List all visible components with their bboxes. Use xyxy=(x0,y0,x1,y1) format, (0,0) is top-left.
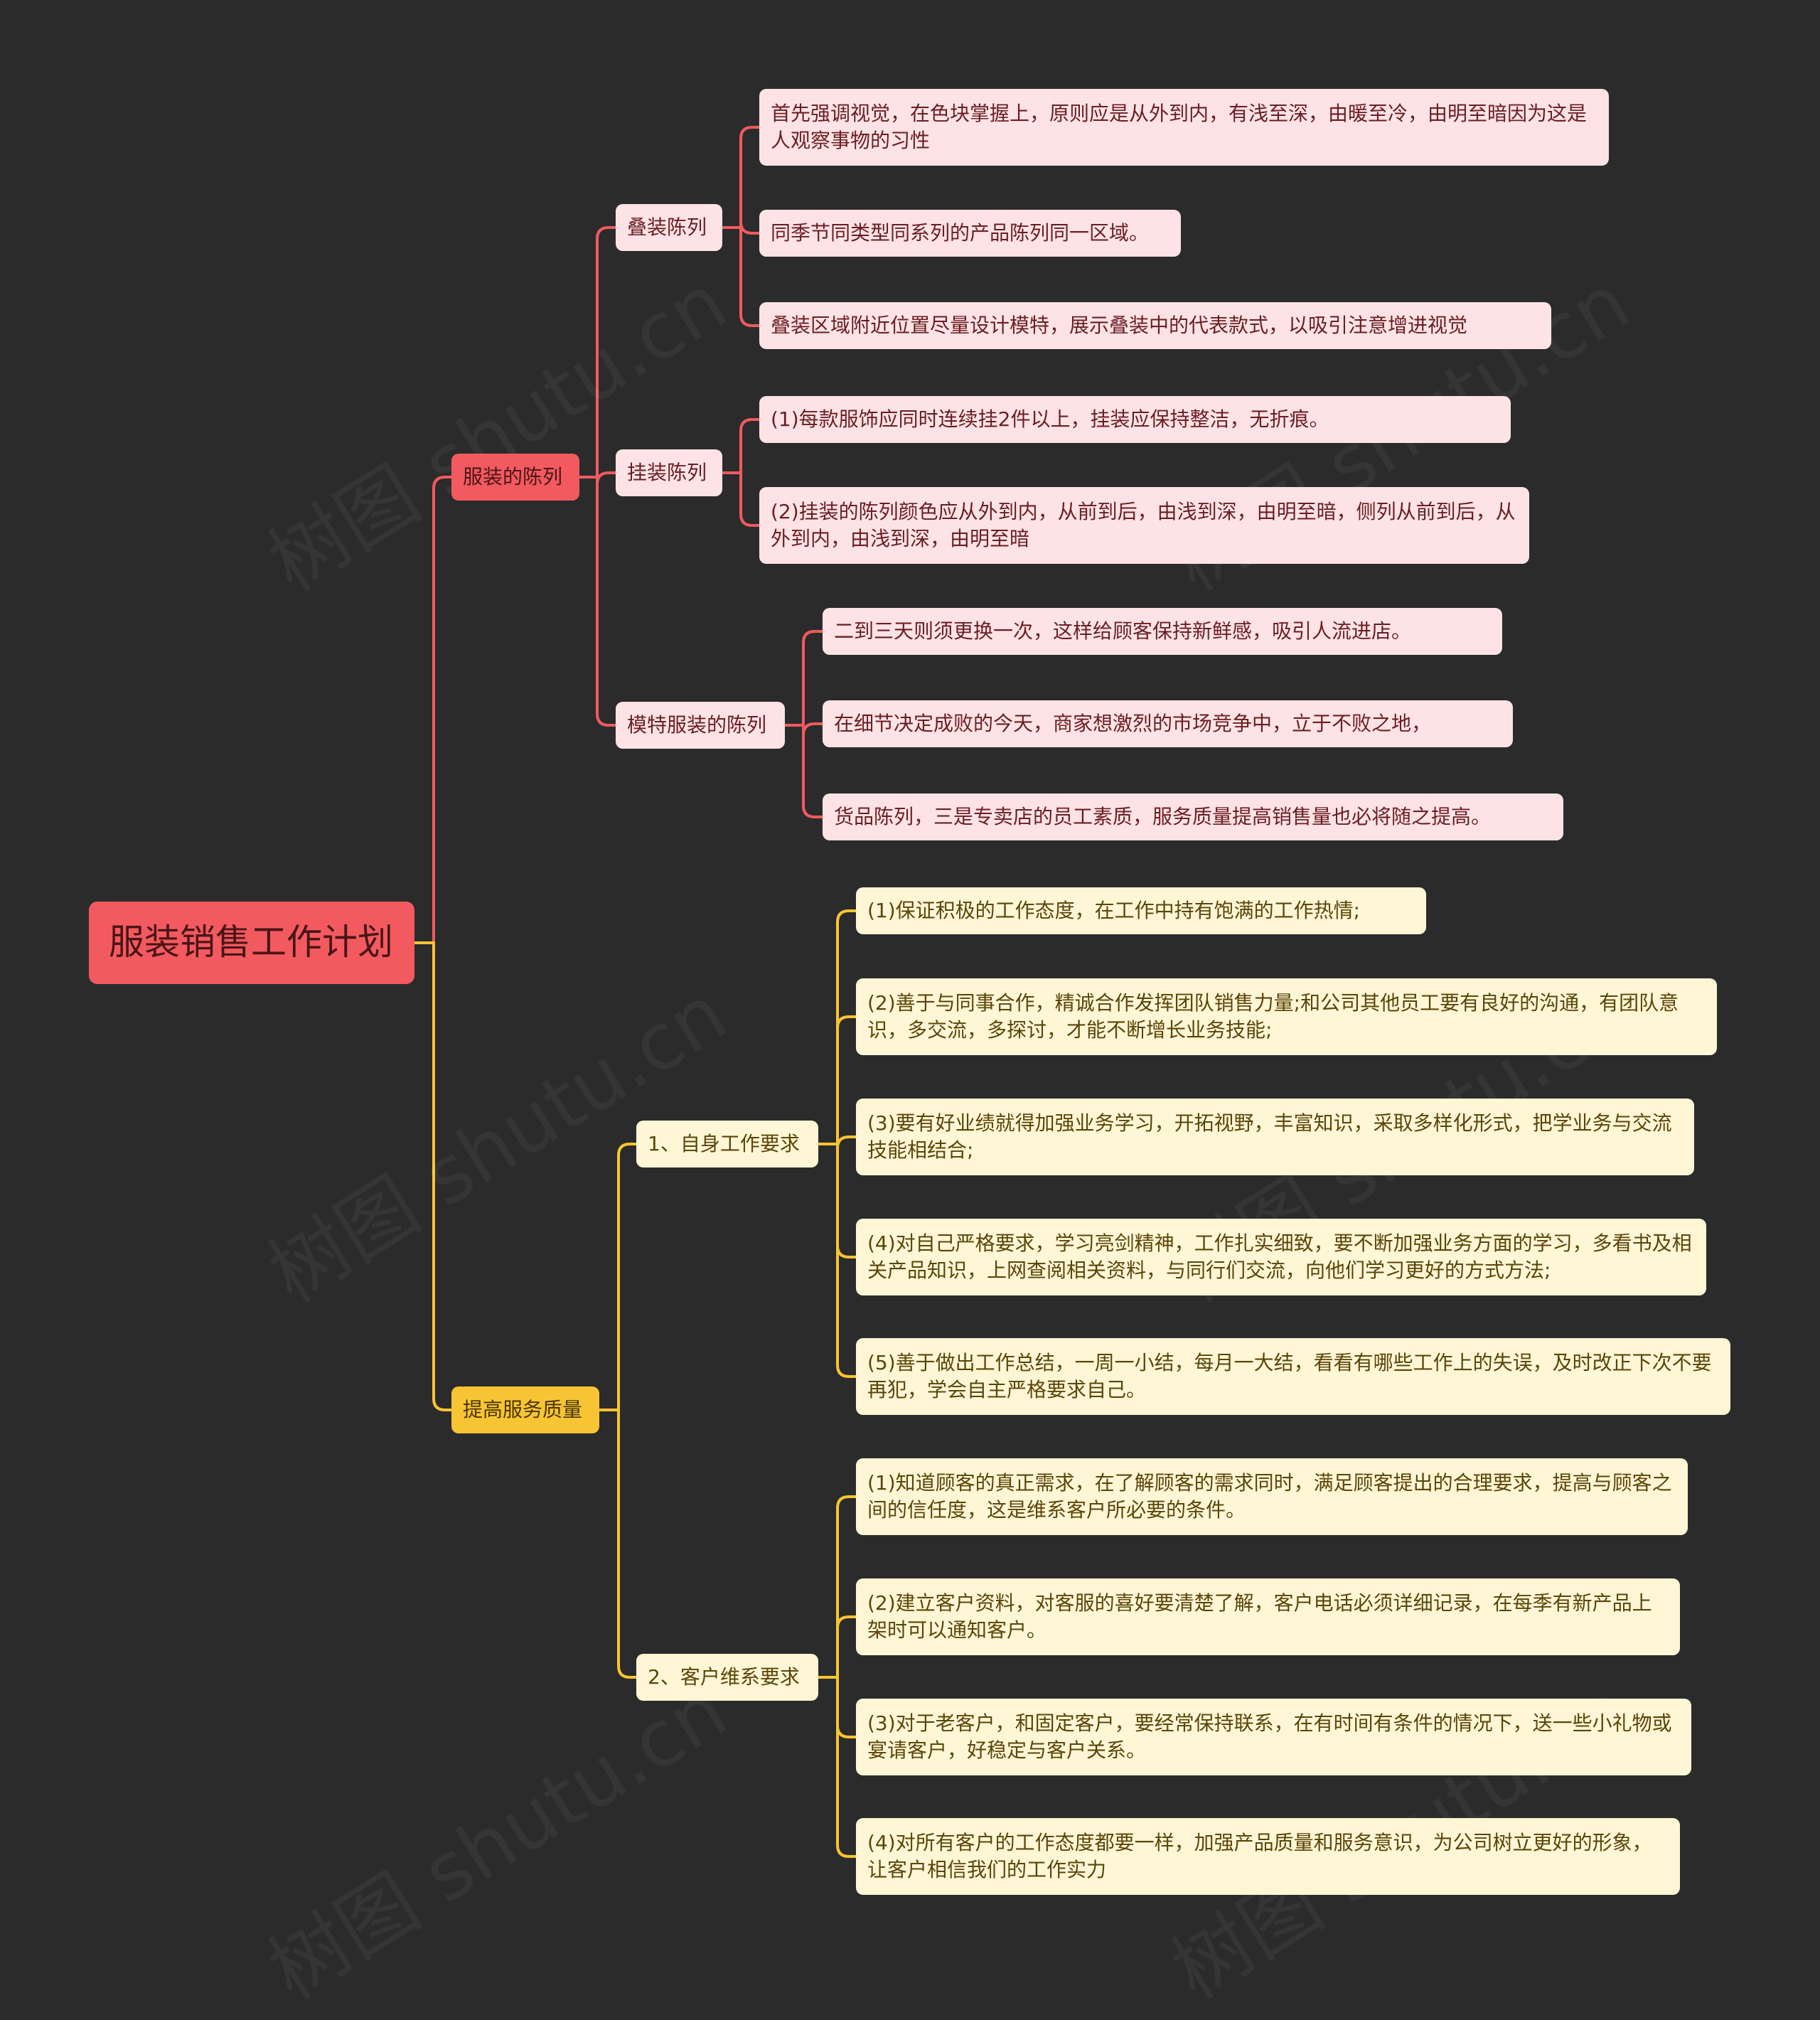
sub-to-leaf-link xyxy=(802,722,824,736)
branch-label: 提高服务质量 xyxy=(463,1398,583,1422)
leaf-item[interactable]: (1)知道顾客的真正需求，在了解顾客的需求同时，满足顾客提出的合理要求，提高与顾… xyxy=(856,1458,1688,1535)
sub-self-requirements[interactable]: 1、自身工作要求 xyxy=(636,1121,818,1167)
leaf-item[interactable]: (4)对自己严格要求，学习亮剑精神，工作扎实细致，要不断加强业务方面的学习，多看… xyxy=(856,1219,1706,1295)
sub-to-leaf-link xyxy=(802,724,824,818)
leaf-item[interactable]: (1)保证积极的工作态度，在工作中持有饱满的工作热情; xyxy=(856,887,1426,934)
sub-label: 2、客户维系要求 xyxy=(648,1665,800,1689)
branch-label: 服装的陈列 xyxy=(463,465,563,489)
sub-mannequin-display[interactable]: 模特服装的陈列 xyxy=(616,702,785,749)
root-to-branch-link xyxy=(432,941,453,1411)
sub-label: 模特服装的陈列 xyxy=(627,713,767,737)
leaf-item[interactable]: (2)挂装的陈列颜色应从外到内，从前到后，由浅到深，由明至暗，侧列从前到后，从外… xyxy=(759,487,1529,564)
leaf-item[interactable]: 二到三天则须更换一次，这样给顾客保持新鲜感，吸引人流进店。 xyxy=(823,608,1502,655)
sub-to-leaf-link xyxy=(739,126,761,229)
leaf-item[interactable]: (2)善于与同事合作，精诚合作发挥团队销售力量;和公司其他员工要有良好的沟通，有… xyxy=(856,978,1717,1055)
sub-to-leaf-link xyxy=(739,471,761,527)
leaf-item[interactable]: 首先强调视觉，在色块掌握上，原则应是从外到内，有浅至深，由暖至冷，由明至暗因为这… xyxy=(759,89,1609,166)
sub-label: 1、自身工作要求 xyxy=(648,1132,800,1156)
sub-to-leaf-link xyxy=(836,1495,857,1679)
root-to-branch-link xyxy=(432,476,453,944)
leaf-item[interactable]: (3)要有好业绩就得加强业务学习，开拓视野，丰富知识，采取多样化形式，把学业务与… xyxy=(856,1099,1694,1175)
sub-to-leaf-link xyxy=(836,1143,857,1259)
leaf-item[interactable]: 在细节决定成败的今天，商家想激烈的市场竞争中，立于不败之地， xyxy=(823,700,1513,747)
leaf-item[interactable]: (3)对于老客户，和固定客户，要经常保持联系，在有时间有条件的情况下，送一些小礼… xyxy=(856,1699,1691,1775)
sub-label: 叠装陈列 xyxy=(627,215,707,240)
branch-to-sub-link xyxy=(617,1409,638,1679)
branch-to-sub-link xyxy=(596,226,617,479)
sub-to-leaf-link xyxy=(836,1143,857,1378)
sub-label: 挂装陈列 xyxy=(627,461,707,485)
sub-to-leaf-link xyxy=(836,1015,857,1145)
leaf-item[interactable]: 货品陈列，三是专卖店的员工素质，服务质量提高销售量也必将随之提高。 xyxy=(823,793,1563,840)
sub-hanging-display[interactable]: 挂装陈列 xyxy=(616,449,722,496)
root-node[interactable]: 服装销售工作计划 xyxy=(89,902,414,984)
sub-to-leaf-link xyxy=(739,418,761,474)
leaf-item[interactable]: (5)善于做出工作总结，一周一小结，每月一大结，看看有哪些工作上的失误，及时改正… xyxy=(856,1338,1730,1415)
branch-to-sub-link xyxy=(617,1143,638,1411)
sub-to-leaf-link xyxy=(836,1135,857,1149)
sub-to-leaf-link xyxy=(836,1676,857,1858)
leaf-item[interactable]: 同季节同类型同系列的产品陈列同一区域。 xyxy=(759,210,1181,257)
sub-to-leaf-link xyxy=(802,630,824,727)
sub-to-leaf-link xyxy=(739,221,761,235)
sub-to-leaf-link xyxy=(836,1615,857,1679)
sub-folded-display[interactable]: 叠装陈列 xyxy=(616,204,722,251)
sub-to-leaf-link xyxy=(836,1676,857,1738)
leaf-item[interactable]: (4)对所有客户的工作态度都要一样，加强产品质量和服务意识，为公司树立更好的形象… xyxy=(856,1818,1680,1895)
sub-to-leaf-link xyxy=(739,226,761,327)
sub-to-leaf-link xyxy=(836,909,857,1145)
branch-service-quality[interactable]: 提高服务质量 xyxy=(451,1386,599,1433)
root-label: 服装销售工作计划 xyxy=(109,921,393,963)
branch-clothing-display[interactable]: 服装的陈列 xyxy=(451,454,579,501)
branch-to-sub-link xyxy=(596,476,617,727)
leaf-item[interactable]: (1)每款服饰应同时连续挂2件以上，挂装应保持整洁，无折痕。 xyxy=(759,396,1511,443)
sub-customer-requirements[interactable]: 2、客户维系要求 xyxy=(636,1654,818,1701)
leaf-item[interactable]: (2)建立客户资料，对客服的喜好要清楚了解，客户电话必须详细记录，在每季有新产品… xyxy=(856,1578,1680,1655)
leaf-item[interactable]: 叠装区域附近位置尽量设计模特，展示叠装中的代表款式，以吸引注意增进视觉 xyxy=(759,302,1551,349)
branch-to-sub-link xyxy=(596,471,617,485)
